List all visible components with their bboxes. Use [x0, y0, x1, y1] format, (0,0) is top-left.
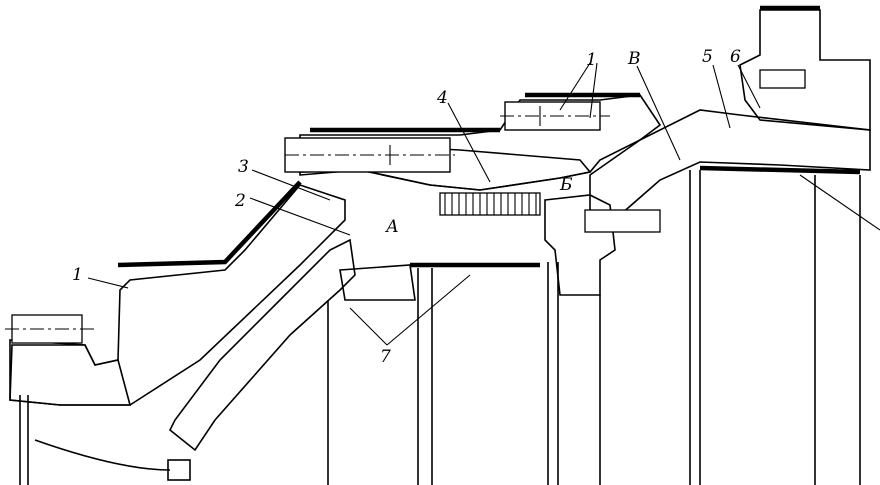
- label-b: Б: [559, 175, 573, 195]
- label-v: В: [627, 49, 641, 69]
- top-right-flange: [739, 9, 871, 131]
- bolt-b: [584, 209, 661, 233]
- bolt-left: [284, 137, 455, 173]
- label-1-top: 1: [586, 50, 597, 70]
- outer-casing-left: [9, 184, 346, 406]
- label-5: 5: [702, 47, 713, 67]
- inner-cone-liner: [168, 238, 356, 452]
- insulation-line-mid2: [699, 165, 861, 175]
- label-4: 4: [436, 88, 448, 108]
- label-3: 3: [238, 157, 249, 177]
- label-2: 2: [234, 191, 246, 211]
- bolt-top: [500, 101, 610, 131]
- bolt-left-hub: [5, 314, 95, 344]
- seal-blocks-7: [339, 264, 416, 301]
- insulation-line-left: [117, 180, 302, 268]
- ring-b-section: [544, 194, 616, 296]
- label-1-left: 1: [72, 265, 83, 285]
- label-7: 7: [380, 347, 391, 367]
- diaphragm-plates: [19, 170, 861, 485]
- spring-4: [439, 192, 541, 216]
- bolt-right-small: [759, 69, 806, 89]
- label-a: А: [385, 217, 399, 237]
- label-6: 6: [730, 47, 741, 67]
- hub-left-block: [9, 344, 132, 406]
- leader-lines: [87, 62, 880, 346]
